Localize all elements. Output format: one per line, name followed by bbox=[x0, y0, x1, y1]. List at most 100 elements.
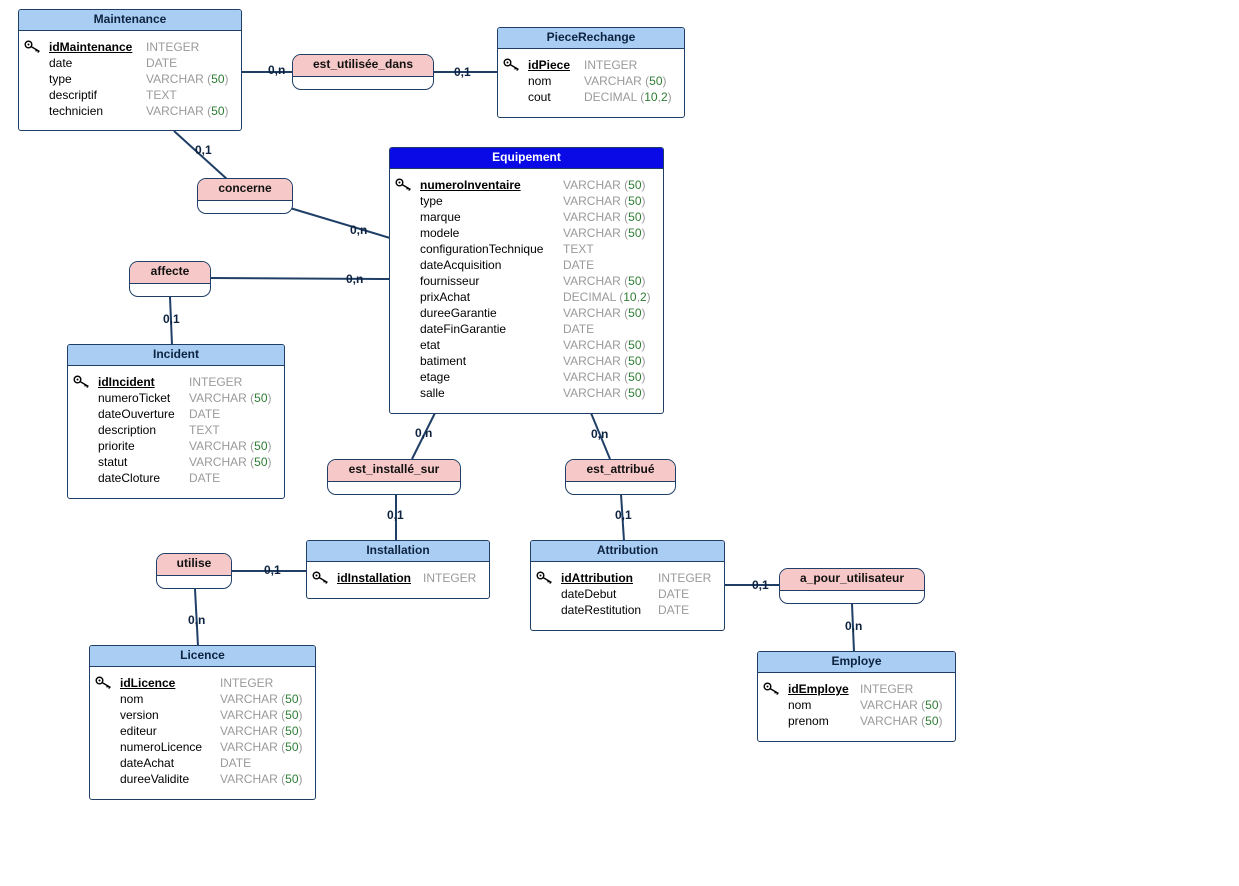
attribute-type: VARCHAR (50) bbox=[189, 391, 272, 405]
attribute-name: fournisseur bbox=[420, 274, 480, 288]
association-utilise[interactable]: utilise bbox=[156, 553, 232, 589]
attribute-type: VARCHAR (50) bbox=[584, 74, 667, 88]
cardinality-attribution-a-pour-utilisateur: 0,1 bbox=[752, 578, 769, 592]
attribute-type: VARCHAR (50) bbox=[563, 306, 646, 320]
entity-title: Employe bbox=[758, 652, 955, 673]
type-name: VARCHAR bbox=[563, 226, 621, 240]
type-size: 50 bbox=[628, 194, 642, 208]
type-name: INTEGER bbox=[146, 40, 200, 54]
attribute-type: VARCHAR (50) bbox=[860, 714, 943, 728]
type-name: VARCHAR bbox=[220, 692, 278, 706]
association-label: concerne bbox=[198, 179, 292, 201]
cardinality-installation-utilise: 0,1 bbox=[264, 563, 281, 577]
association-a-pour-utilisateur[interactable]: a_pour_utilisateur bbox=[779, 568, 925, 604]
attribute-type: DATE bbox=[658, 602, 689, 618]
type-size: 50 bbox=[925, 698, 939, 712]
attribute-name: numeroLicence bbox=[120, 740, 203, 754]
attribute-type: DECIMAL (10,2) bbox=[563, 290, 651, 304]
type-size: 50 bbox=[285, 772, 299, 786]
type-size: 50 bbox=[254, 439, 268, 453]
cardinality-employe-a-pour-utilisateur: 0,n bbox=[845, 619, 863, 633]
type-name: INTEGER bbox=[423, 571, 477, 585]
attribute-row: descriptif TEXT bbox=[19, 87, 241, 103]
type-size: 50 bbox=[285, 724, 299, 738]
type-name: VARCHAR bbox=[584, 74, 642, 88]
attribute-name: nom bbox=[528, 74, 552, 88]
type-name: VARCHAR bbox=[563, 306, 621, 320]
attribute-name: nom bbox=[120, 692, 144, 706]
type-name: DATE bbox=[146, 56, 178, 70]
attribute-type: VARCHAR (50) bbox=[563, 194, 646, 208]
attribute-type: DATE bbox=[563, 321, 594, 337]
type-name: DATE bbox=[658, 587, 690, 601]
attribute-type: VARCHAR (50) bbox=[146, 104, 229, 118]
type-name: VARCHAR bbox=[563, 386, 621, 400]
entity-title: Incident bbox=[68, 345, 284, 366]
type-size: 10 bbox=[644, 90, 658, 104]
type-size: 50 bbox=[254, 391, 268, 405]
key-icon bbox=[503, 58, 521, 75]
key-icon bbox=[312, 571, 330, 588]
type-name: VARCHAR bbox=[189, 439, 247, 453]
attribute-name: configurationTechnique bbox=[420, 242, 544, 256]
association-affecte[interactable]: affecte bbox=[129, 261, 211, 297]
type-name: VARCHAR bbox=[189, 391, 247, 405]
type-name: VARCHAR bbox=[220, 724, 278, 738]
entity-title: PieceRechange bbox=[498, 28, 684, 49]
type-name: TEXT bbox=[146, 88, 177, 102]
association-est-attribue[interactable]: est_attribué bbox=[565, 459, 676, 495]
attribute-type: DATE bbox=[220, 755, 251, 771]
primary-key-name: idEmploye bbox=[788, 682, 849, 696]
type-name: VARCHAR bbox=[220, 708, 278, 722]
type-name: VARCHAR bbox=[563, 178, 621, 192]
cardinality-equipement-est-installe: 0,n bbox=[415, 426, 433, 440]
attribute-row: technicien VARCHAR (50) bbox=[19, 103, 241, 119]
key-icon bbox=[24, 40, 42, 57]
key-icon bbox=[73, 375, 91, 392]
type-name: DATE bbox=[563, 258, 595, 272]
attribute-name: prixAchat bbox=[420, 290, 471, 304]
attribute-type: VARCHAR (50) bbox=[220, 708, 303, 722]
attribute-name: descriptif bbox=[49, 88, 98, 102]
association-concerne[interactable]: concerne bbox=[197, 178, 293, 214]
association-est-utilisee-dans[interactable]: est_utilisée_dans bbox=[292, 54, 434, 90]
attribute-name: etat bbox=[420, 338, 441, 352]
type-size: 50 bbox=[285, 740, 299, 754]
attribute-type: INTEGER bbox=[220, 675, 273, 691]
association-est-installe-sur[interactable]: est_installé_sur bbox=[327, 459, 461, 495]
attribute-type: INTEGER bbox=[189, 374, 242, 390]
attribute-name: technicien bbox=[49, 104, 104, 118]
type-size: 50 bbox=[628, 226, 642, 240]
key-icon bbox=[395, 178, 413, 195]
type-name: VARCHAR bbox=[189, 455, 247, 469]
attribute-type: VARCHAR (50) bbox=[189, 439, 272, 453]
type-size: 50 bbox=[628, 210, 642, 224]
type-size: 50 bbox=[628, 354, 642, 368]
primary-key-name: idPiece bbox=[528, 58, 571, 72]
attribute-type: INTEGER bbox=[860, 681, 913, 697]
